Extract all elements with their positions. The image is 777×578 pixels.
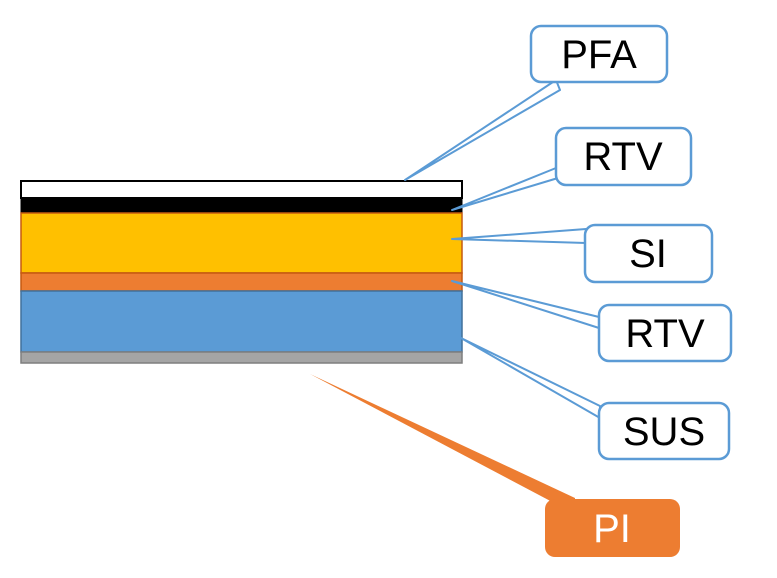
callout-pointer-sus [460, 337, 601, 419]
layer-rtv-bottom [20, 272, 463, 292]
callout-rtv-top: RTV [554, 126, 693, 187]
layer-pfa [20, 180, 463, 199]
callout-pointer-rtv-bottom [451, 280, 600, 329]
callout-label-rtv-bottom: RTV [625, 312, 705, 356]
callout-sus: SUS [597, 401, 731, 461]
callout-pointer-rtv-top [451, 167, 559, 211]
callout-label-rtv-top: RTV [583, 135, 663, 179]
callout-label-pi: PI [593, 507, 631, 551]
layer-rtv-top [20, 197, 463, 214]
callout-box-rtv-bottom [597, 303, 733, 363]
callout-box-rtv-top [554, 126, 693, 187]
callout-label-sus: SUS [623, 410, 705, 454]
callout-box-sus [597, 401, 731, 461]
callout-label-pfa: PFA [561, 33, 637, 77]
layer-stack [20, 180, 463, 364]
layer-si [20, 212, 463, 274]
callout-pointer-pfa [404, 79, 561, 181]
callout-label-si: SI [629, 232, 667, 276]
callout-boxes: PFA RTV SI RTV SUS PI [529, 24, 733, 557]
layer-sus [20, 290, 463, 353]
callout-pointers [310, 79, 601, 514]
callout-pfa: PFA [529, 24, 669, 84]
callout-rtv-bottom: RTV [597, 303, 733, 363]
layer-pi [20, 351, 463, 364]
callout-box-pi [545, 499, 680, 557]
callout-box-pfa [529, 24, 669, 84]
callout-box-si [583, 223, 714, 284]
callout-pointer-pi [310, 374, 575, 514]
callout-si: SI [583, 223, 714, 284]
callout-pi: PI [545, 499, 680, 557]
callout-pointer-si [451, 228, 587, 244]
